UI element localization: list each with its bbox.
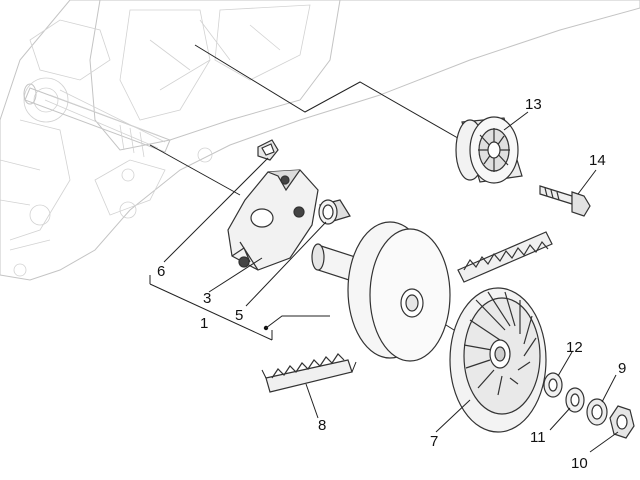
bolt-part-14 — [539, 185, 591, 217]
callout-1: 1 — [200, 315, 208, 332]
callout-9: 9 — [618, 360, 626, 377]
washer-part-12 — [543, 372, 563, 398]
crankcase-ghost — [0, 0, 640, 281]
washer-part-11 — [565, 387, 585, 413]
fan-pulley-part-7 — [449, 287, 547, 433]
leader-lines — [163, 111, 619, 453]
hex-nut-part-10 — [609, 405, 635, 439]
clip-part-6 — [257, 139, 279, 161]
callout-3: 3 — [203, 290, 211, 307]
belt-part-8 — [261, 353, 357, 393]
callout-5: 5 — [235, 307, 243, 324]
bushing-part-5 — [318, 199, 351, 225]
callout-14: 14 — [589, 152, 606, 169]
pulley-face — [311, 221, 451, 362]
callout-6: 6 — [157, 263, 165, 280]
bearing-part-13 — [455, 116, 523, 184]
callout-8: 8 — [318, 417, 326, 434]
callout-7: 7 — [430, 433, 438, 450]
drive-shaft — [23, 83, 171, 158]
callout-11: 11 — [530, 429, 546, 446]
belt-upper-section — [457, 231, 553, 283]
callout-12: 12 — [566, 339, 583, 356]
ramp-plate-part-3 — [227, 169, 319, 271]
callout-13: 13 — [525, 96, 542, 113]
spring-washer-part-9 — [586, 398, 608, 426]
callout-labels: 1 3 5 6 7 8 9 10 11 12 13 14 — [157, 96, 626, 472]
callout-10: 10 — [571, 455, 588, 472]
assembly-bracket-part-1 — [149, 275, 330, 341]
